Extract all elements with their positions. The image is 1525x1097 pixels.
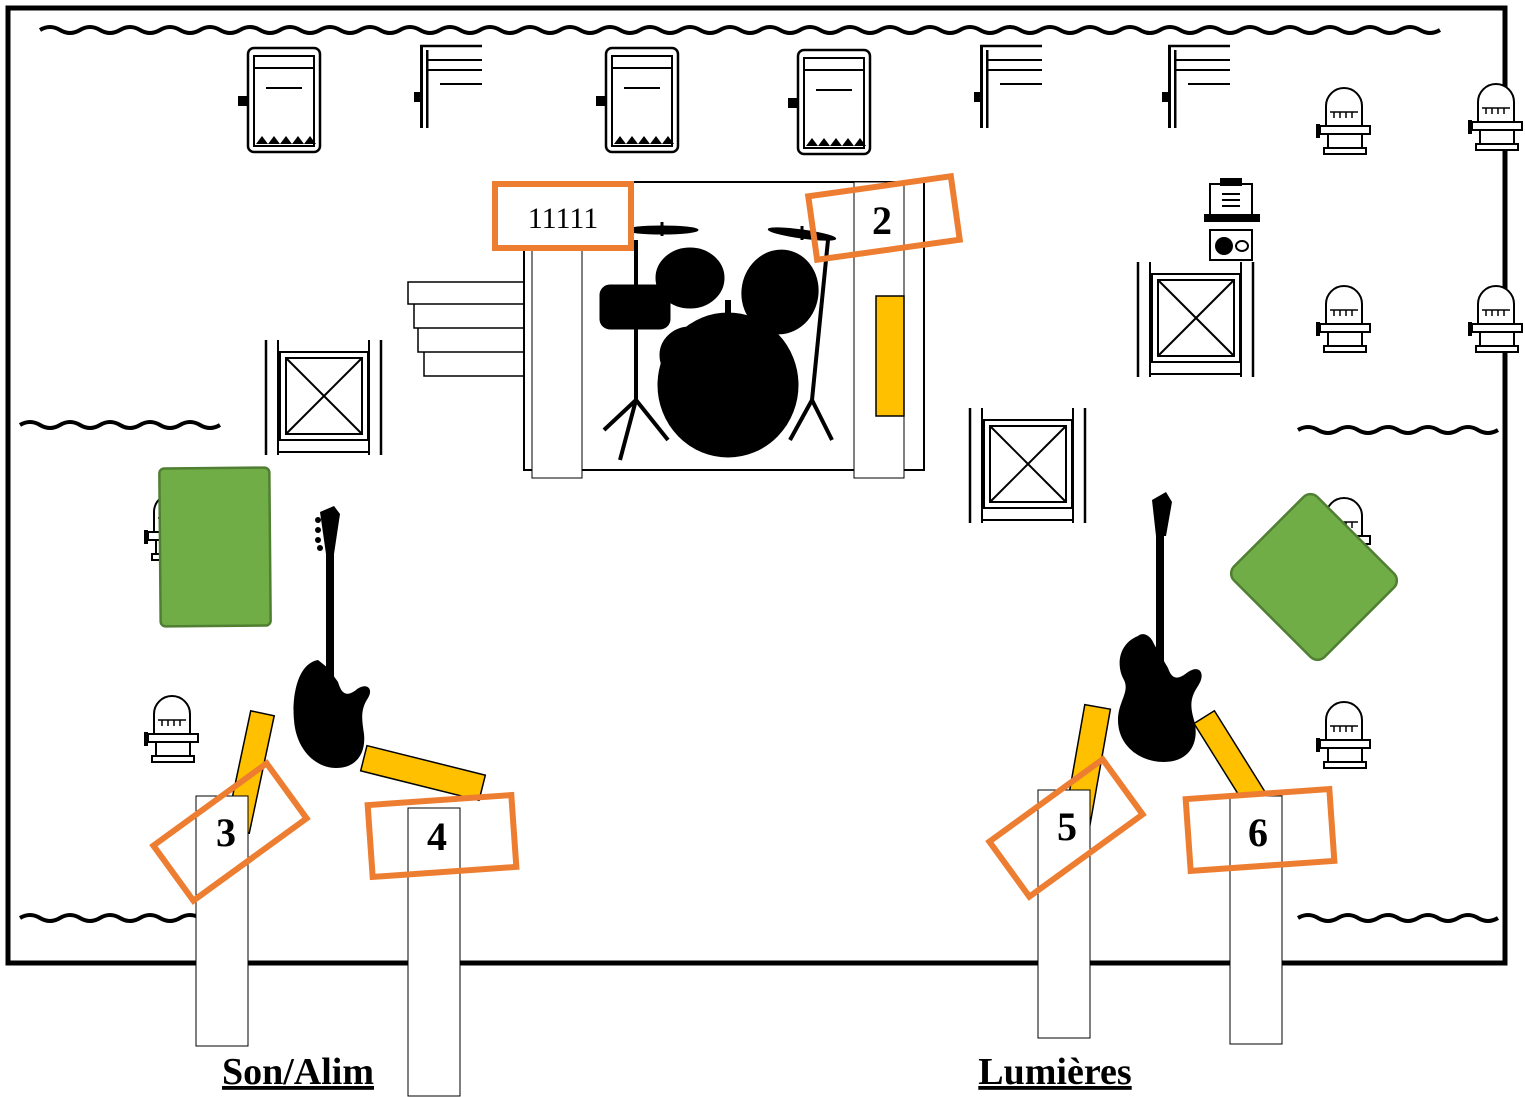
rug-right — [1229, 492, 1399, 662]
riser-post-left — [531, 245, 583, 479]
bass-guitar-icon — [293, 506, 371, 768]
label-front-1: 3 — [216, 810, 236, 855]
cable-left-mid — [18, 420, 222, 430]
spot-light-icon — [1315, 701, 1371, 769]
label-box-drum-left: 11111 — [492, 181, 634, 251]
label-front-3: 5 — [1057, 804, 1077, 849]
label-front-2: 4 — [427, 814, 447, 859]
front-post — [1229, 795, 1283, 1045]
stage-border — [5, 5, 1508, 966]
stage-light-icon — [594, 46, 680, 154]
front-post — [1037, 789, 1091, 1039]
electric-guitar-icon — [1118, 492, 1202, 762]
label-drum-right: 2 — [872, 198, 892, 243]
spot-light-icon — [1315, 87, 1371, 155]
speaker-cabinet-icon — [264, 338, 383, 457]
label-drum-left: 11111 — [528, 202, 599, 235]
stage-light-icon — [972, 44, 1044, 130]
spot-light-icon — [143, 695, 199, 763]
moving-head-icon — [1204, 178, 1260, 261]
stage-light-icon — [412, 44, 484, 130]
label-box-front-4: 6 — [1182, 785, 1338, 875]
monitor-wedge — [875, 295, 905, 417]
label-box-drum-right: 2 — [804, 172, 964, 264]
speaker-cabinet-icon — [1136, 260, 1255, 379]
front-post — [195, 795, 249, 1047]
footer-left-label: Son/Alim — [222, 1051, 374, 1093]
label-front-4: 6 — [1248, 810, 1268, 855]
label-box-front-3: 5 — [985, 755, 1147, 901]
stage-light-icon — [236, 46, 322, 154]
cable-top — [38, 25, 1442, 35]
drum-kit-icon — [599, 222, 837, 461]
cable-right-mid — [1296, 425, 1500, 435]
cable-left-bottom — [18, 913, 222, 923]
spot-light-icon — [1467, 83, 1523, 151]
footer-right-label: Lumières — [978, 1051, 1131, 1093]
spot-light-icon — [1315, 285, 1371, 353]
label-box-front-1: 3 — [149, 759, 311, 905]
monitor-wedge — [359, 744, 487, 802]
stage-light-icon — [1160, 44, 1232, 130]
rug-left — [158, 466, 272, 628]
label-box-front-2: 4 — [364, 791, 520, 881]
cable-right-bottom — [1296, 913, 1500, 923]
stage-light-icon — [786, 48, 872, 156]
front-post — [407, 807, 461, 1097]
riser-steps — [407, 281, 531, 377]
spot-light-icon — [1467, 285, 1523, 353]
speaker-cabinet-icon — [968, 406, 1087, 525]
